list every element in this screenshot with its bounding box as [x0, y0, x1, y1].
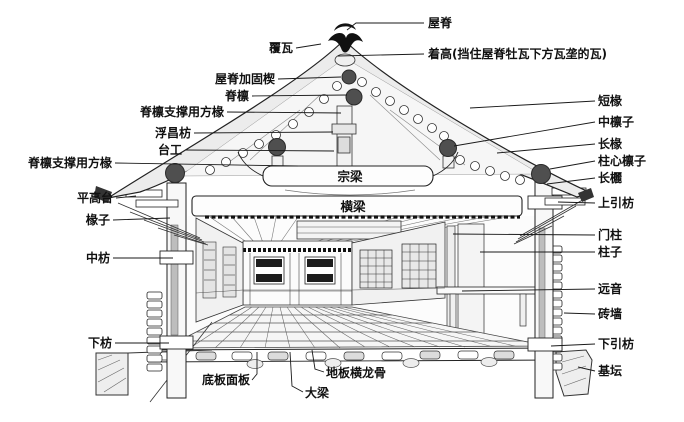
leader-toenmaru: [461, 288, 596, 292]
ridge-ornament: [328, 23, 363, 67]
label-ridge-filler-tile: 着高(挡住屋脊牡瓦下方瓦垄的瓦): [427, 46, 607, 61]
label-taigong: 台工: [158, 142, 182, 157]
label-ridge-purlin-support-rafter-lower: 脊檩支撑用方椽: [27, 155, 113, 170]
leader-roof-ridge: [346, 22, 424, 31]
eave-rafters-right: [513, 197, 587, 245]
leader-short-rafter: [469, 100, 596, 109]
leader-floor-panel: [251, 352, 258, 381]
label-ridge-reinforcing-wedge: 屋脊加固楔: [215, 71, 276, 86]
ridge-wedge-circle: [341, 69, 357, 85]
main-beams: [191, 151, 523, 219]
leader-middle-purlin: [453, 121, 596, 147]
left-eave-purlin-circle: [165, 163, 185, 183]
leader-ridge-filler-tile: [337, 53, 425, 57]
right-side-wall: [351, 221, 446, 306]
label-ridge-beam: 宗梁: [337, 169, 363, 184]
label-cross-beam: 横梁: [340, 199, 366, 214]
king-post: [331, 105, 357, 167]
right-eave-tip: [578, 188, 594, 202]
wood-floor: [164, 306, 549, 349]
label-roof-ridge: 屋脊: [428, 15, 453, 30]
label-middle-purlin: 中檩子: [598, 114, 634, 129]
label-ridge-purlin: 脊檩: [224, 88, 249, 103]
leader-long-li-beam: [546, 177, 596, 185]
right-foundation-stone: [555, 349, 593, 397]
leader-foundation-platform: [577, 366, 596, 372]
ceiling-coffer: [296, 220, 402, 240]
label-door-post: 门柱: [598, 227, 622, 242]
leader-support-rafter-upper: [226, 111, 342, 114]
middle-tie-end: [159, 250, 194, 265]
label-fuchang-tie: 浮昌枋: [155, 125, 191, 140]
leader-upper-tie: [557, 201, 596, 204]
eave-rafters-left: [117, 202, 209, 246]
label-column: 柱子: [598, 244, 622, 259]
left-brick-stack: [146, 291, 163, 372]
leader-brick-wall: [563, 312, 596, 315]
leader-eave-edge-board: [115, 195, 137, 199]
label-floor-joist: 地板横龙骨: [326, 365, 386, 380]
floor-joist-ends: [159, 350, 515, 361]
leader-lines: [112, 22, 596, 393]
labels: 屋脊 着高(挡住屋脊牡瓦下方瓦垄的瓦) 覆瓦 屋脊加固楔 脊檩 脊檩支撑用方椽 …: [27, 15, 646, 400]
label-main-beam: 大梁: [305, 385, 329, 400]
label-eave-edge-board: 平高台: [77, 190, 113, 205]
leader-fuchang-tie: [193, 131, 334, 134]
label-brick-wall: 砖墙: [598, 306, 622, 321]
leader-ridge-reinforcing-wedge: [277, 76, 342, 80]
left-eave-tip: [94, 186, 112, 203]
ridge-beam: [262, 165, 434, 187]
label-short-rafter: 短椽: [598, 93, 623, 108]
leader-floor-joist: [311, 349, 325, 373]
label-lower-tie: 下枋: [88, 335, 112, 350]
leader-lower-tie-beam: [550, 343, 596, 347]
tile-rows: [205, 77, 525, 185]
lower-tie-end-right: [527, 337, 563, 352]
label-column-center-purlin: 柱心檩子: [598, 153, 646, 168]
lower-tie-end: [159, 335, 194, 350]
leader-ridge-purlin: [251, 94, 348, 97]
leader-main-beam: [289, 351, 304, 393]
leader-rafter: [112, 217, 171, 221]
leader-long-rafter: [496, 143, 596, 154]
right-eave-purlin-circle: [531, 164, 551, 184]
interior-column: [457, 223, 485, 335]
leader-column-center-purlin: [549, 160, 596, 170]
label-toenmaru: 远音: [598, 281, 622, 296]
left-foundation-stone: [95, 349, 213, 396]
label-middle-tie: 中枋: [86, 250, 110, 265]
underfloor-structure: [147, 347, 559, 369]
left-side-wall: [195, 217, 244, 323]
leader-cover-tile: [295, 43, 322, 49]
left-middle-purlin-circle: [268, 138, 286, 156]
label-ridge-purlin-support-rafter-upper: 脊檩支撑用方椽: [139, 104, 225, 119]
back-wall: [242, 240, 353, 306]
purlin-circles: [165, 69, 551, 184]
label-long-rafter: 长椽: [598, 136, 623, 151]
label-lower-tie-beam: 下引枋: [598, 336, 634, 351]
label-foundation-platform: 基坛: [597, 363, 622, 378]
ridge-purlin-circle: [345, 88, 363, 106]
label-long-li-beam: 长欐: [598, 170, 622, 185]
leader-taigong: [184, 149, 335, 152]
label-cover-tile: 覆瓦: [268, 41, 293, 55]
right-middle-purlin-circle: [439, 139, 457, 157]
label-upper-tie: 上引枋: [598, 195, 634, 210]
leader-support-rafter-lower: [114, 162, 299, 167]
label-floor-panel: 底板面板: [202, 372, 251, 387]
leader-door-post: [452, 233, 596, 236]
label-rafter: 椽子: [85, 212, 110, 227]
